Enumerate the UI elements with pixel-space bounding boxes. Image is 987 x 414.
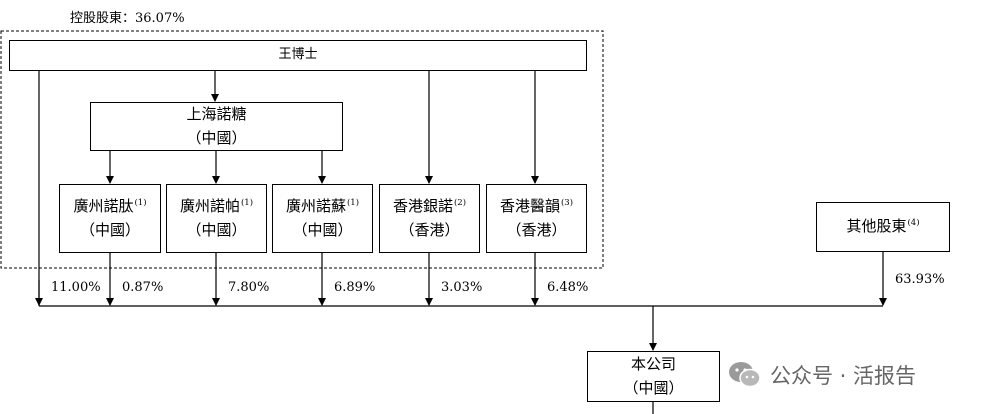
sub-name: 廣州諾肽(1)	[73, 197, 147, 216]
shanghai-name: 上海諾糖	[186, 105, 247, 124]
other-shareholders-name: 其他股東(4)	[846, 217, 920, 236]
sub-pct-label: 6.89%	[334, 280, 376, 295]
sub-name: 廣州諾帕(1)	[179, 197, 254, 216]
controlling-group-border	[0, 30, 604, 269]
company-region: （中國）	[623, 378, 684, 397]
shanghai-box: 上海諾糖 （中國）	[90, 102, 343, 151]
sub-box: 廣州諾蘇(1) （中國）	[272, 184, 373, 253]
sub-pct-label: 7.80%	[228, 280, 270, 295]
sub-box: 香港醫韻(3) （香港）	[486, 184, 587, 253]
controlling-shareholder-label: 控股股東：36.07%	[70, 11, 185, 26]
company-box: 本公司 （中國）	[587, 351, 720, 402]
sub-box: 香港銀諾(2) （香港）	[379, 184, 480, 253]
direct-pct-label: 11.00%	[51, 280, 101, 295]
wechat-icon	[729, 362, 761, 388]
company-name: 本公司	[630, 355, 676, 374]
sub-pct-label: 0.87%	[122, 280, 164, 295]
sub-pct-label: 3.03%	[441, 280, 483, 295]
sub-name: 香港醫韻(3)	[499, 197, 574, 216]
sub-name: 廣州諾蘇(1)	[285, 197, 360, 216]
watermark: 公众号 · 活报告	[728, 360, 916, 390]
founder-name: 王博士	[278, 47, 318, 63]
sub-box: 廣州諾帕(1) （中國）	[166, 184, 267, 253]
sub-region: （中國）	[186, 220, 247, 239]
sub-box: 廣州諾肽(1) （中國）	[59, 184, 161, 253]
sub-region: （中國）	[292, 220, 353, 239]
watermark-text: 公众号 · 活报告	[770, 364, 917, 388]
sub-region: （香港）	[399, 220, 460, 239]
sub-region: （香港）	[506, 220, 567, 239]
other-shareholders-box: 其他股東(4)	[816, 202, 950, 252]
shanghai-region: （中國）	[186, 128, 247, 147]
founder-box: 王博士	[9, 40, 587, 71]
sub-name: 香港銀諾(2)	[392, 197, 467, 216]
others-pct-label: 63.93%	[895, 272, 945, 287]
sub-region: （中國）	[79, 220, 140, 239]
sub-pct-label: 6.48%	[547, 280, 589, 295]
